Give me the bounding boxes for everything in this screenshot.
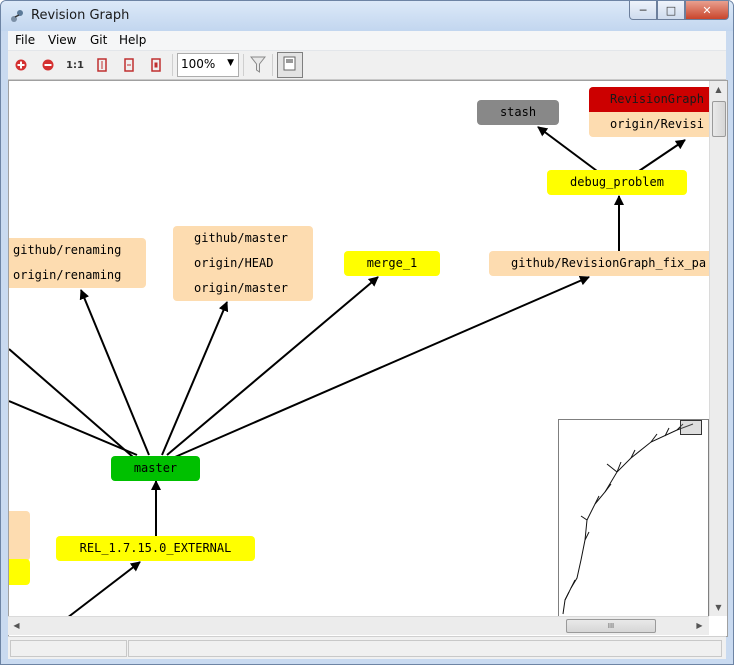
zoom-width-button[interactable] bbox=[119, 55, 139, 75]
vertical-scrollbar[interactable]: ▲ ▼ bbox=[709, 81, 727, 616]
close-button[interactable]: ✕ bbox=[685, 1, 729, 20]
revisiongraph-label: RevisionGraph bbox=[589, 87, 727, 112]
graph-edges bbox=[9, 126, 686, 619]
minimize-button[interactable]: ─ bbox=[629, 1, 657, 20]
fix-pa-node[interactable]: github/RevisionGraph_fix_pa bbox=[489, 251, 727, 276]
edge bbox=[161, 301, 229, 456]
menu-view[interactable]: View bbox=[48, 33, 77, 47]
fit-all-icon bbox=[151, 58, 161, 72]
toolbar-separator bbox=[172, 54, 173, 76]
rel-tag-label: REL_1.7.15.0_EXTERNAL bbox=[79, 541, 232, 555]
zoom-one-button[interactable]: 1:1 bbox=[66, 59, 84, 71]
renaming-label-1: github/renaming bbox=[13, 243, 122, 257]
edge bbox=[79, 289, 150, 456]
origin-master-label: origin/master bbox=[194, 281, 288, 295]
title-bar[interactable]: Revision Graph ─ □ ✕ bbox=[1, 1, 733, 31]
origin-head-label: origin/HEAD bbox=[194, 256, 274, 270]
scroll-down-icon[interactable]: ▼ bbox=[715, 603, 722, 612]
fix-pa-label: github/RevisionGraph_fix_pa bbox=[511, 256, 707, 270]
edge bbox=[9, 348, 134, 458]
horizontal-scrollbar[interactable]: ◀ III ▶ bbox=[8, 616, 709, 635]
zoom-out-button[interactable] bbox=[38, 55, 58, 75]
menu-git[interactable]: Git bbox=[90, 33, 108, 47]
stash-label: stash bbox=[499, 105, 537, 119]
edge bbox=[537, 126, 598, 172]
github-master-node[interactable]: github/master origin/HEAD origin/master bbox=[173, 226, 313, 301]
status-cell bbox=[128, 640, 722, 657]
zoom-height-button[interactable] bbox=[92, 55, 112, 75]
edge bbox=[66, 561, 141, 619]
toolbar-separator bbox=[243, 54, 244, 76]
edge bbox=[638, 139, 686, 172]
zoom-in-icon bbox=[15, 59, 27, 71]
revisiongraph-node[interactable]: RevisionGraph origin/Revisi bbox=[589, 87, 727, 137]
overview-toggle-button[interactable] bbox=[277, 52, 303, 78]
partial-tag-node[interactable] bbox=[9, 559, 30, 585]
partial-branch-node[interactable] bbox=[9, 511, 30, 561]
menu-file[interactable]: File bbox=[15, 33, 36, 47]
toolbar-separator bbox=[272, 54, 273, 76]
merge-1-node[interactable]: merge_1 bbox=[344, 251, 440, 276]
app-icon bbox=[11, 10, 23, 22]
master-node[interactable]: master bbox=[111, 456, 200, 481]
fit-height-icon bbox=[97, 58, 107, 72]
renaming-label-2: origin/renaming bbox=[13, 268, 122, 282]
menu-help[interactable]: Help bbox=[119, 33, 147, 47]
zoom-value: 100% bbox=[181, 57, 216, 71]
zoom-out-icon bbox=[42, 59, 54, 71]
edge bbox=[166, 276, 379, 456]
debug-problem-label: debug_problem bbox=[570, 175, 664, 189]
zoom-select[interactable]: 100% ▼ bbox=[177, 53, 239, 77]
vertical-scroll-thumb[interactable] bbox=[712, 101, 726, 137]
status-bar bbox=[8, 636, 726, 659]
debug-problem-node[interactable]: debug_problem bbox=[547, 170, 687, 195]
master-label: master bbox=[133, 461, 178, 475]
overview-panel[interactable] bbox=[558, 419, 709, 617]
filter-icon bbox=[250, 56, 266, 73]
filter-button[interactable] bbox=[248, 55, 268, 75]
edge bbox=[9, 400, 138, 456]
scroll-up-icon[interactable]: ▲ bbox=[715, 85, 722, 94]
overview-icon bbox=[283, 56, 296, 71]
edge bbox=[174, 276, 590, 458]
origin-revisi-label: origin/Revisi bbox=[610, 117, 704, 131]
renaming-node[interactable]: github/renaming origin/renaming bbox=[9, 238, 146, 288]
github-master-label: github/master bbox=[194, 231, 288, 245]
horizontal-scroll-thumb[interactable]: III bbox=[566, 619, 656, 633]
stash-node[interactable]: stash bbox=[477, 100, 559, 125]
overview-graph bbox=[562, 423, 694, 615]
window-title: Revision Graph bbox=[31, 8, 130, 23]
fit-width-icon bbox=[124, 58, 134, 72]
zoom-in-button[interactable] bbox=[11, 55, 31, 75]
rel-tag-node[interactable]: REL_1.7.15.0_EXTERNAL bbox=[56, 536, 255, 561]
scroll-left-icon[interactable]: ◀ bbox=[13, 621, 20, 630]
status-cell bbox=[10, 640, 127, 657]
maximize-button[interactable]: □ bbox=[657, 1, 685, 20]
scroll-right-icon[interactable]: ▶ bbox=[696, 621, 703, 630]
toolbar: 1:1 100% ▼ bbox=[8, 51, 726, 80]
zoom-fit-button[interactable] bbox=[146, 55, 166, 75]
overview-viewport[interactable] bbox=[680, 420, 702, 435]
menu-bar: File View Git Help bbox=[8, 31, 726, 51]
chevron-down-icon: ▼ bbox=[227, 58, 234, 68]
merge-1-label: merge_1 bbox=[366, 256, 418, 270]
